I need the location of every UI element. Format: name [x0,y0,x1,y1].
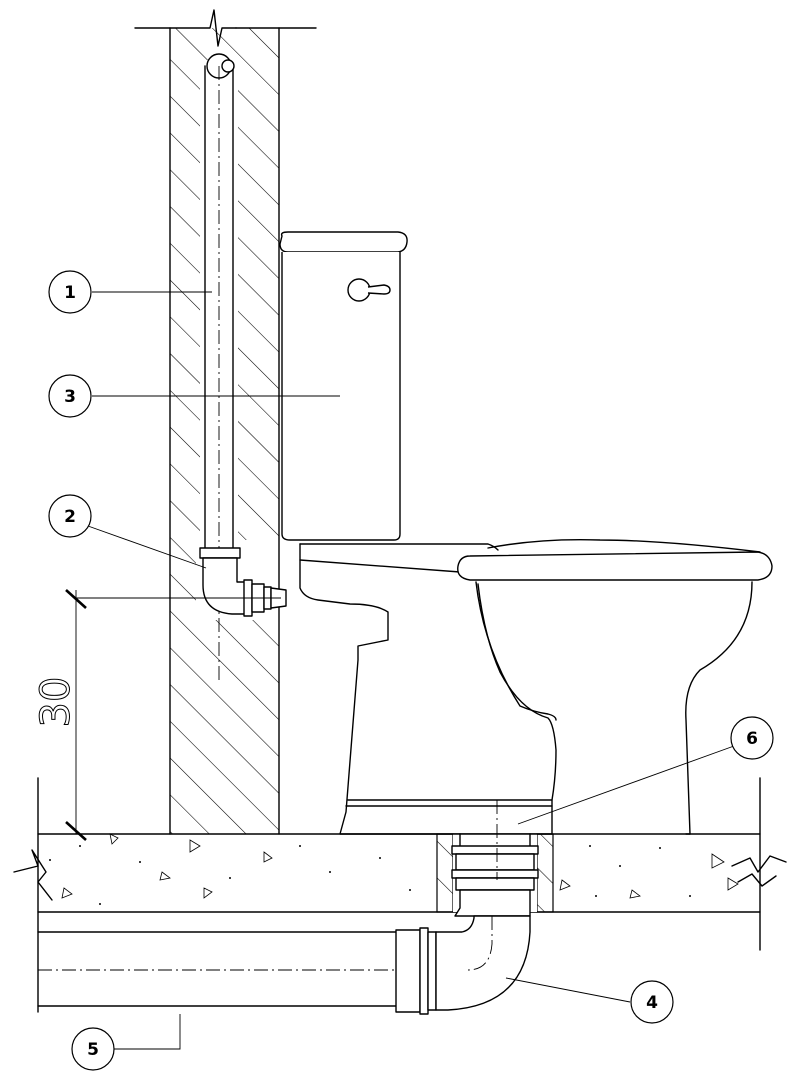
callout-2: 2 [48,494,207,569]
elbow-fitting-ring [199,547,241,559]
elbow-fitting [202,557,247,615]
callout-3-label: 3 [64,387,76,407]
callout-2-label: 2 [64,507,76,527]
drain-connector [451,800,539,917]
bowl-front [685,581,753,835]
callout-6-label: 6 [746,729,758,749]
tank-lid [279,231,408,253]
toilet-seat [457,551,773,581]
callout-3: 3 [48,374,340,418]
callout-4-label: 4 [646,993,658,1013]
toilet [279,231,773,835]
drain-bend [435,915,531,1011]
callout-6: 6 [517,716,774,825]
drain-pipe [37,915,531,1015]
dimension-30: 30 [33,589,280,841]
callout-5: 5 [71,1014,181,1071]
callout-1: 1 [48,270,212,314]
dimension-value: 30 [33,677,79,728]
callout-4: 4 [505,977,674,1024]
tank [281,252,401,541]
toilet-lid [487,538,761,553]
flush-handle [347,278,371,302]
callout-5-label: 5 [87,1040,99,1060]
callout-1-label: 1 [64,283,76,303]
